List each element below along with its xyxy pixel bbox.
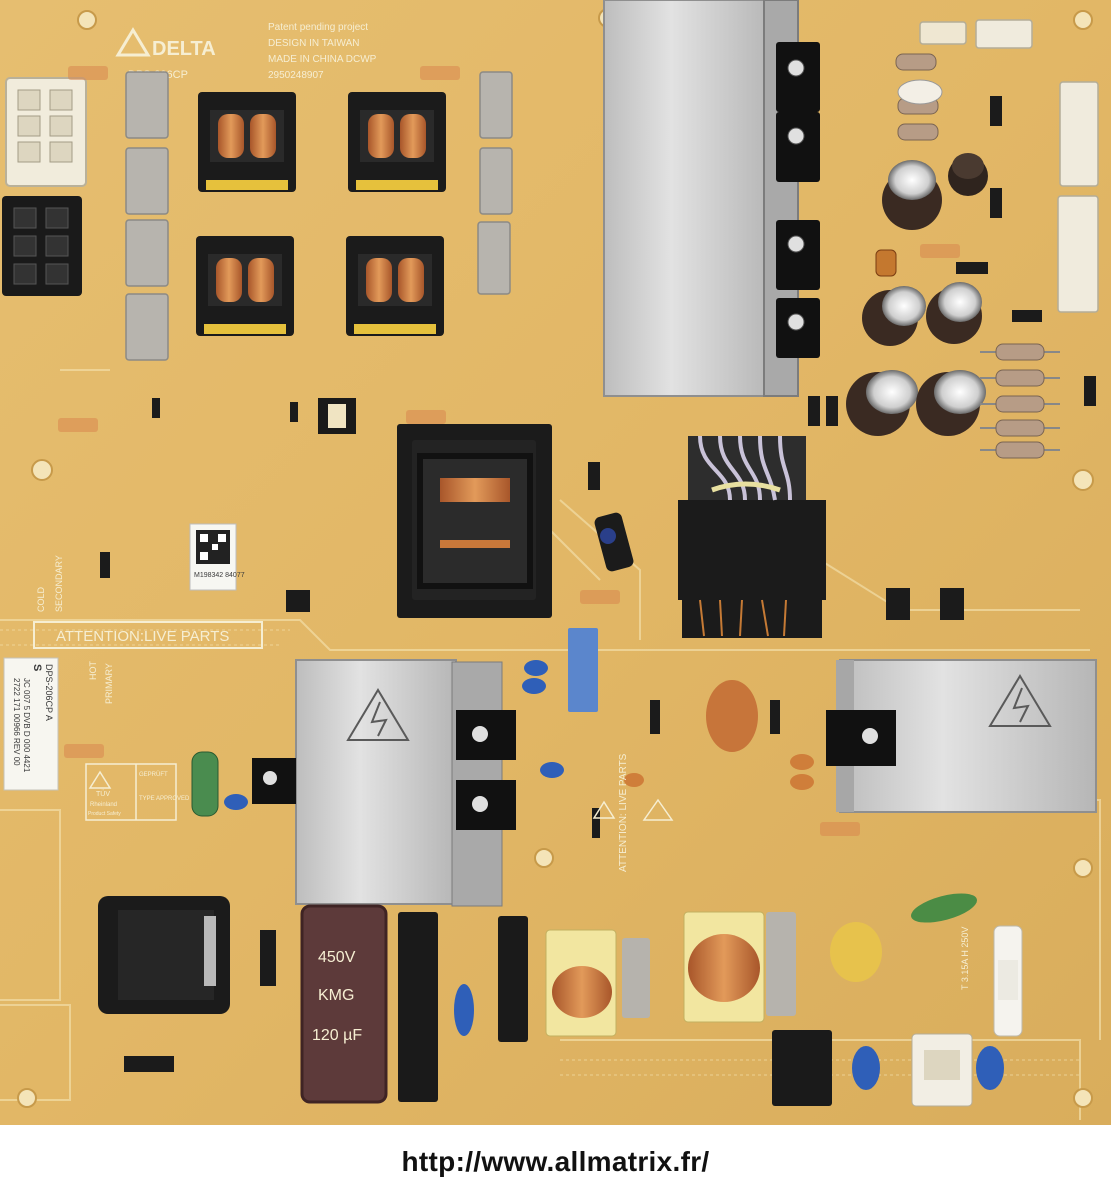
secondary-label: SECONDARY <box>54 555 64 612</box>
blue-capacitors <box>224 628 1004 1090</box>
delta-logo: DELTA <box>115 27 216 60</box>
bulk-capacitor: 450V KMG 120 µF <box>300 904 388 1104</box>
small-inductor <box>875 249 897 277</box>
part-number-text: 2950248907 <box>268 70 324 81</box>
right-connectors <box>919 19 1099 313</box>
svg-text:GEPRÜFT: GEPRÜFT <box>139 771 168 778</box>
pcb-photo: DELTA Patent pending project DESIGN IN T… <box>0 0 1111 1125</box>
svg-text:ATTENTION:LIVE PARTS: ATTENTION:LIVE PARTS <box>56 628 229 645</box>
patent-text-3: MADE IN CHINA DCWP <box>268 54 377 65</box>
svg-text:T 3.15A H 250V: T 3.15A H 250V <box>960 927 970 990</box>
white-connector <box>5 77 87 187</box>
attention-vertical: ATTENTION: LIVE PARTS <box>618 753 629 872</box>
svg-text:2722 171 00966 REV 00: 2722 171 00966 REV 00 <box>12 678 21 766</box>
primary-label: PRIMARY <box>104 663 114 704</box>
black-blocks <box>398 912 832 1106</box>
silk-marks <box>58 66 960 836</box>
thermistor <box>594 512 634 572</box>
inductor-coils <box>196 92 446 336</box>
svg-text:TYPE APPROVED: TYPE APPROVED <box>139 796 190 802</box>
film-capacitors-left <box>125 71 513 361</box>
pcb-illustration: DELTA Patent pending project DESIGN IN T… <box>0 0 1111 1125</box>
green-cap <box>911 893 977 923</box>
input-connector <box>911 1033 973 1107</box>
lower-left-heatsink <box>252 659 516 907</box>
svg-text:DELTA: DELTA <box>152 38 216 60</box>
yellow-cap <box>830 922 882 982</box>
qr-sticker: M198342 84077 <box>189 523 245 591</box>
common-mode-chokes <box>545 911 765 1037</box>
barcode-text: M198342 84077 <box>194 572 245 579</box>
source-url[interactable]: http://www.allmatrix.fr/ <box>401 1145 710 1177</box>
svg-text:Product Safety: Product Safety <box>88 811 121 817</box>
svg-text:Rheinland: Rheinland <box>90 802 117 808</box>
svg-text:JC 007 5 DVB D 000 4421: JC 007 5 DVB D 000 4421 <box>22 678 31 773</box>
ceramic-caps <box>624 680 814 790</box>
svg-text:TÜV: TÜV <box>96 790 110 798</box>
attention-banner: ATTENTION:LIVE PARTS <box>33 621 263 649</box>
resistors-right <box>895 53 1060 459</box>
hot-label: HOT <box>88 661 98 681</box>
svg-text:120 µF: 120 µF <box>312 1027 362 1044</box>
warning-marks <box>88 770 674 821</box>
fuse: T 3.15A H 250V <box>960 925 1023 1037</box>
patent-text-1: Patent pending project <box>268 22 368 33</box>
black-connector <box>2 196 82 296</box>
svg-text:KMG: KMG <box>318 987 354 1004</box>
diodes <box>100 96 1096 1072</box>
main-transformer <box>397 424 552 618</box>
lower-right-heatsink <box>826 659 1097 813</box>
svg-text:DPS-206CP A: DPS-206CP A <box>44 664 54 721</box>
top-heatsink <box>603 0 820 397</box>
electrolytic-caps <box>846 153 988 436</box>
product-label: DPS-206CP A S JC 007 5 DVB D 000 4421 27… <box>3 657 59 791</box>
green-inductor <box>191 751 219 817</box>
patent-text-2: DESIGN IN TAIWAN <box>268 38 360 49</box>
tuv-mark: TÜV Rheinland Product Safety GEPRÜFT TYP… <box>85 763 190 821</box>
cold-label: COLD <box>36 586 46 612</box>
svg-text:450V: 450V <box>318 949 356 966</box>
secondary-transformer <box>678 435 826 638</box>
svg-text:S: S <box>31 664 43 671</box>
standby-transformer <box>98 896 230 1014</box>
